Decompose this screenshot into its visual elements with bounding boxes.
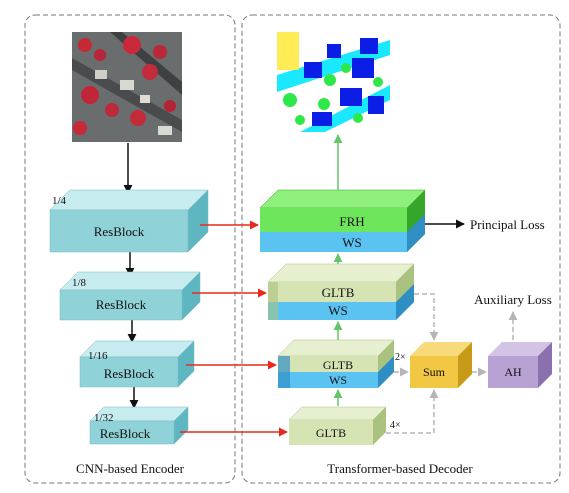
dashed-gltb1-to-sum	[414, 293, 439, 341]
resblock-1-8-scale: 1/8	[72, 277, 87, 289]
resblock-1-4-label: ResBlock	[94, 224, 145, 239]
resblock-1-4: 1/4 ResBlock	[49, 189, 209, 253]
resblock-1-16-scale: 1/16	[88, 350, 108, 362]
decoder-panel	[241, 14, 561, 484]
gltb-1-ws-label: WS	[328, 303, 348, 318]
gltb-2-ws-label: WS	[329, 373, 347, 387]
sum-node: Sum	[410, 342, 472, 388]
encoder-panel	[24, 14, 236, 484]
auxiliary-head: AH	[488, 342, 552, 388]
input-aerial-image	[72, 32, 182, 142]
principal-loss-label: Principal Loss	[470, 217, 545, 232]
decoder-panel-label: Transformer-based Decoder	[327, 461, 473, 476]
dashed-gltb3-to-sum	[386, 389, 439, 434]
resblock-1-16-label: ResBlock	[104, 366, 155, 381]
encoder-panel-label: CNN-based Encoder	[76, 461, 185, 476]
frh-label: FRH	[339, 214, 364, 229]
gltb-block-2: GLTB WS	[277, 339, 395, 388]
gltb-1-label: GLTB	[322, 285, 355, 300]
resblock-1-32: 1/32 ResBlock	[89, 406, 189, 445]
upsample-2x-label: 2×	[395, 352, 406, 363]
frh-block: FRH WS	[259, 189, 426, 252]
resblock-1-8: 1/8 ResBlock	[59, 271, 201, 321]
auxiliary-loss-label: Auxiliary Loss	[474, 292, 552, 307]
sum-label: Sum	[423, 365, 446, 379]
output-segmentation-map	[277, 32, 390, 132]
gltb-block-3: GLTB	[288, 406, 387, 445]
frh-ws-label: WS	[342, 235, 362, 250]
gltb-block-1: GLTB WS	[267, 263, 415, 320]
resblock-1-4-scale: 1/4	[52, 195, 67, 207]
resblock-1-32-label: ResBlock	[100, 426, 151, 441]
gltb-2-label: GLTB	[323, 358, 353, 372]
gltb-3-label: GLTB	[316, 426, 346, 440]
resblock-1-8-label: ResBlock	[96, 297, 147, 312]
ah-label: AH	[504, 365, 522, 379]
resblock-1-32-scale: 1/32	[94, 412, 114, 424]
resblock-1-16: 1/16 ResBlock	[79, 340, 195, 388]
upsample-4x-label: 4×	[390, 420, 401, 431]
